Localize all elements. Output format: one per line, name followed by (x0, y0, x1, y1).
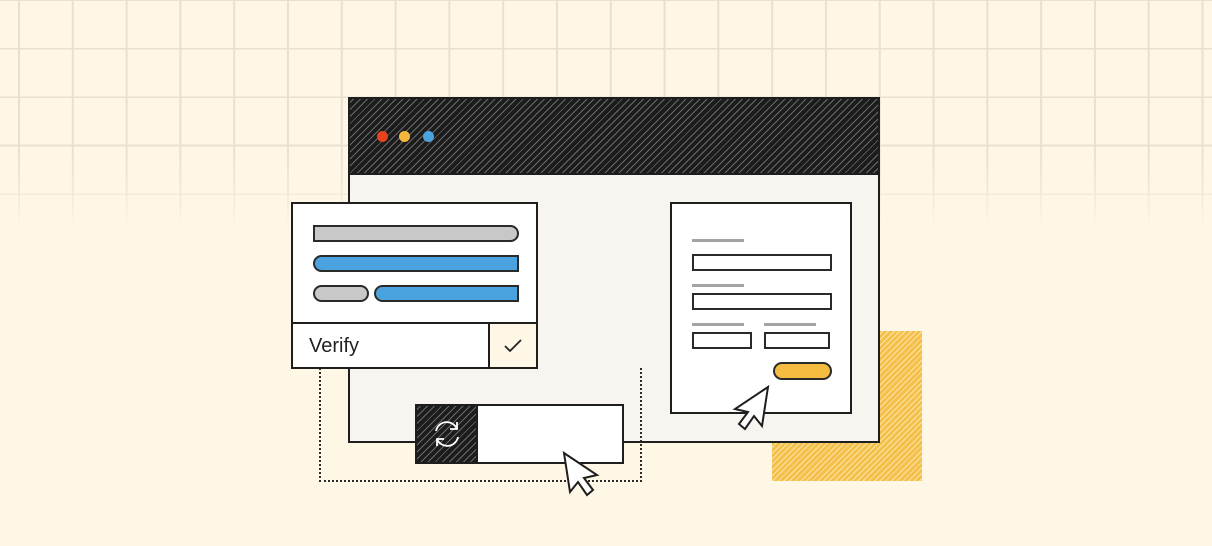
blue-bar-wide (374, 285, 519, 302)
form-input[interactable] (764, 332, 830, 349)
field-label (692, 284, 744, 287)
verify-label: Verify (309, 335, 360, 357)
form-input[interactable] (692, 254, 832, 271)
cursor-arrow-icon (732, 384, 770, 431)
verify-panel: Verify (291, 202, 538, 369)
refresh-icon (434, 421, 459, 447)
form-input[interactable] (692, 293, 832, 310)
blue-bar (313, 255, 519, 272)
refresh-widget (415, 404, 624, 464)
field-label (692, 239, 744, 242)
window-titlebar (350, 99, 878, 175)
checkmark-icon (504, 338, 522, 352)
dotted-connector (319, 368, 642, 482)
form-card (670, 202, 852, 414)
close-dot-icon[interactable] (377, 131, 388, 142)
cursor-arrow-icon (562, 450, 600, 497)
field-label (764, 323, 816, 326)
minimize-dot-icon[interactable] (399, 131, 410, 142)
field-label (692, 323, 744, 326)
maximize-dot-icon[interactable] (423, 131, 434, 142)
form-input[interactable] (692, 332, 752, 349)
gray-bar-short (313, 285, 369, 302)
verify-row: Verify (293, 322, 536, 367)
submit-button[interactable] (773, 362, 832, 380)
refresh-button[interactable] (417, 406, 478, 462)
verify-check-button[interactable] (488, 324, 536, 367)
gray-bar (313, 225, 519, 242)
